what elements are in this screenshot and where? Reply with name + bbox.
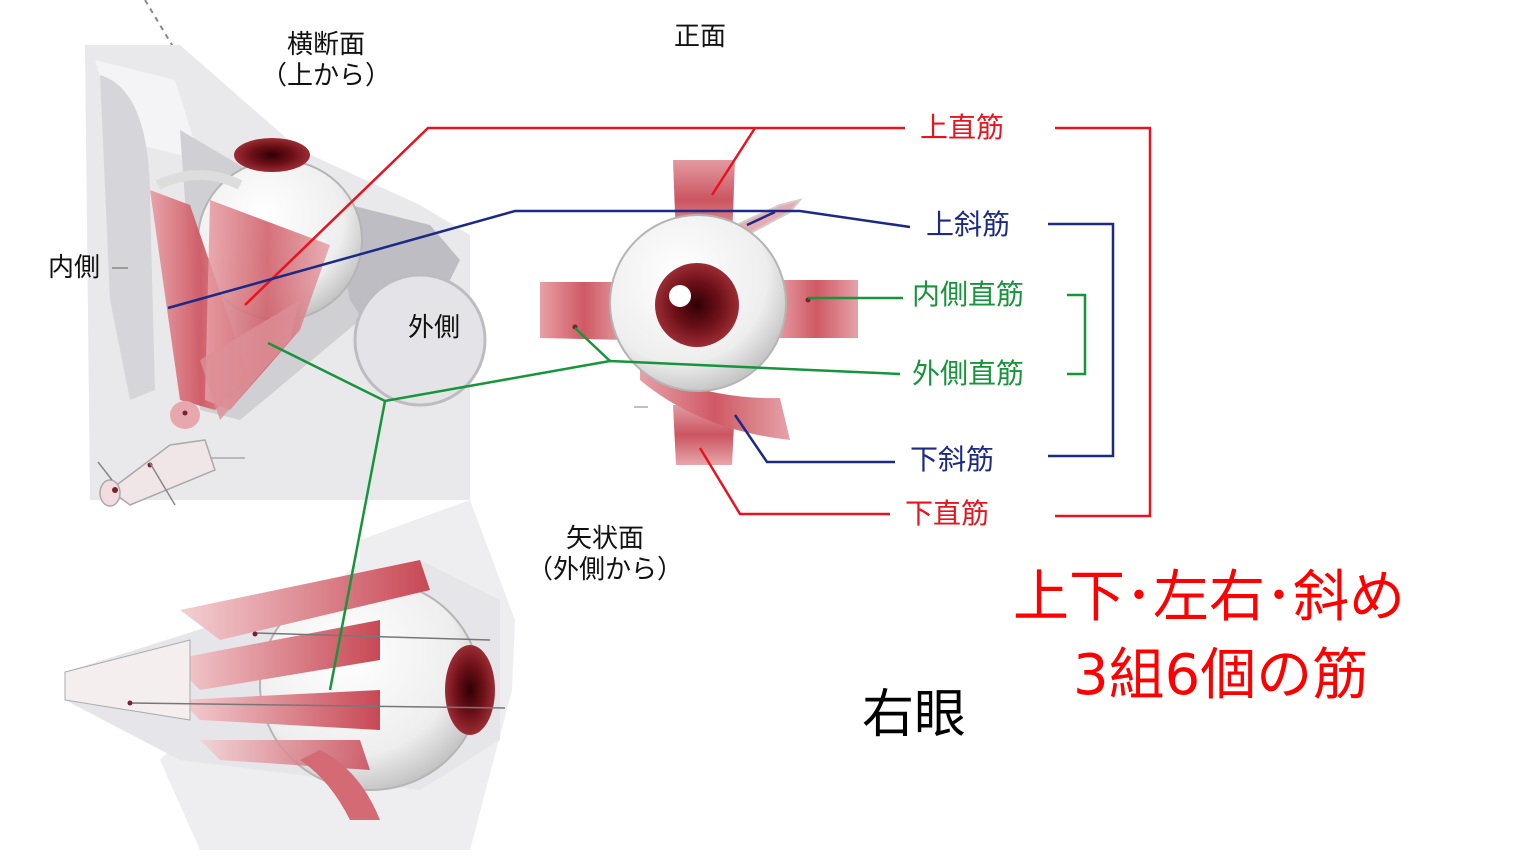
lateral-rectus-leader (267, 327, 901, 691)
sagittal-section-illustration (64, 500, 515, 850)
sagittal-view-title: 矢状面 (565, 524, 644, 554)
superior-oblique-label: 上斜筋 (926, 208, 1011, 241)
transverse-view-title: 横断面 (286, 30, 365, 60)
lateral-side-label: 外側 (408, 313, 461, 343)
right-eye-label: 右眼 (862, 685, 967, 745)
inferior-rectus-label: 下直筋 (905, 497, 990, 530)
summary-line-2: 3組6個の筋 (1073, 643, 1369, 708)
inferior-oblique-label: 下斜筋 (910, 443, 995, 476)
medial-side-label: 内側 (48, 253, 101, 283)
superior-rectus-leader (244, 126, 905, 306)
front-view-title: 正面 (673, 22, 726, 52)
horizontal-rectus-bracket (1067, 293, 1087, 376)
superior-oblique-leader (167, 209, 911, 310)
sagittal-view-subtitle: （外側から） (526, 555, 683, 586)
inferior-rectus-leader (698, 447, 890, 516)
transverse-view-label: 横断面 （上から） (246, 30, 406, 92)
superior-rectus-label: 上直筋 (920, 111, 1005, 144)
transverse-view-subtitle: （上から） (260, 61, 391, 92)
medial-rectus-label: 内側直筋 (912, 278, 1025, 311)
sagittal-view-label: 矢状面 （外側から） (505, 524, 705, 586)
frontal-view-illustration (540, 160, 858, 465)
vertical-rectus-bracket (1055, 126, 1152, 518)
summary-line-1: 上下･左右･斜め (1013, 565, 1405, 630)
lateral-rectus-label: 外側直筋 (912, 357, 1025, 390)
inferior-oblique-leader (733, 414, 895, 464)
oblique-bracket (1048, 222, 1115, 458)
